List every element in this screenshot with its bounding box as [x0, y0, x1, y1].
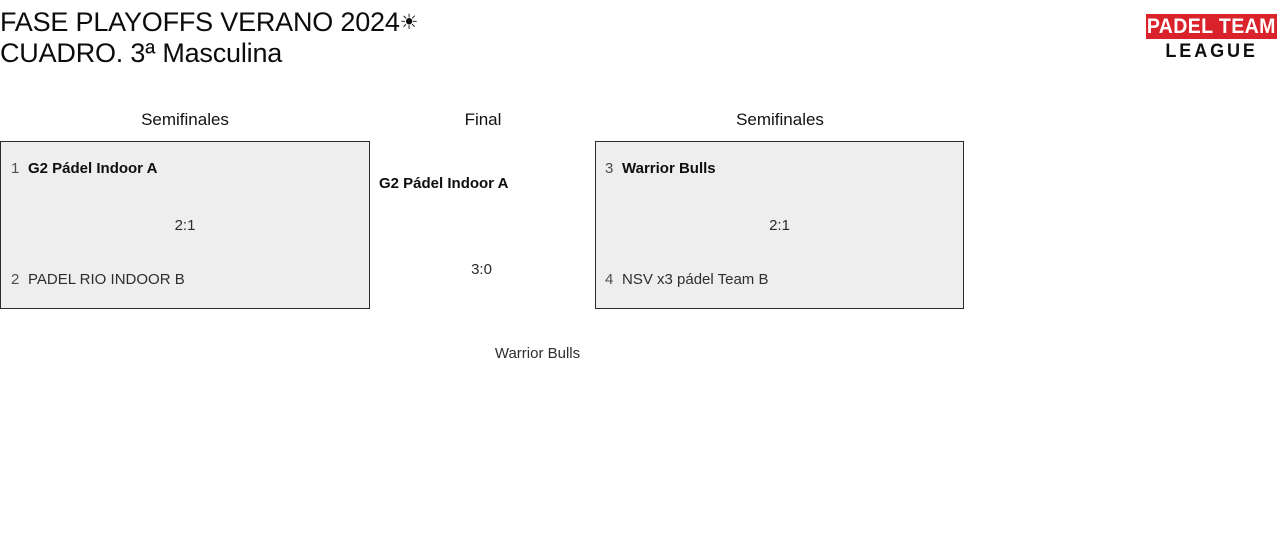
- final-winner-team[interactable]: G2 Pádel Indoor A: [379, 175, 509, 192]
- padel-team-league-logo: PADEL TEAM LEAGUE: [1146, 14, 1277, 62]
- page-title-line-1: FASE PLAYOFFS VERANO 2024☀: [0, 7, 900, 38]
- match-row-team-top[interactable]: 1 G2 Pádel Indoor A: [11, 160, 157, 177]
- logo-sub: LEAGUE: [1146, 41, 1277, 62]
- match-score-semifinal-right: 2:1: [769, 217, 790, 234]
- logo-sub-text: LEAGUE: [1165, 41, 1258, 62]
- team-name: G2 Pádel Indoor A: [28, 160, 158, 177]
- round-header-semifinal-right: Semifinales: [736, 110, 824, 129]
- logo-banner: PADEL TEAM: [1146, 14, 1277, 39]
- match-score-final: 3:0: [471, 261, 492, 278]
- match-row-team-bottom[interactable]: 4 NSV x3 pádel Team B: [605, 271, 768, 288]
- match-row-team-top[interactable]: 3 Warrior Bulls: [605, 160, 716, 177]
- match-semifinal-right[interactable]: 3 Warrior Bulls 4 NSV x3 pádel Team B: [595, 141, 964, 309]
- team-name: PADEL RIO INDOOR B: [28, 271, 185, 288]
- team-name: NSV x3 pádel Team B: [622, 271, 769, 288]
- title-block: FASE PLAYOFFS VERANO 2024☀ CUADRO. 3ª Ma…: [0, 7, 900, 69]
- team-seed: 4: [605, 271, 614, 288]
- logo-banner-text: PADEL TEAM: [1147, 15, 1276, 38]
- match-semifinal-left[interactable]: 1 G2 Pádel Indoor A 2 PADEL RIO INDOOR B: [0, 141, 370, 309]
- match-row-team-bottom[interactable]: 2 PADEL RIO INDOOR B: [11, 271, 185, 288]
- round-header-final: Final: [464, 110, 502, 129]
- team-name: Warrior Bulls: [622, 160, 716, 177]
- page-subtitle: CUADRO. 3ª Masculina: [0, 38, 283, 68]
- team-seed: 3: [605, 160, 614, 177]
- match-score-semifinal-left: 2:1: [174, 217, 196, 234]
- team-seed: 2: [11, 271, 20, 288]
- page-header: FASE PLAYOFFS VERANO 2024☀ CUADRO. 3ª Ma…: [0, 0, 1280, 95]
- team-seed: 1: [11, 160, 20, 177]
- round-header-semifinal-left: Semifinales: [141, 110, 229, 129]
- final-runnerup-team[interactable]: Warrior Bulls: [494, 345, 581, 362]
- page-title-text: FASE PLAYOFFS VERANO 2024: [0, 7, 400, 37]
- sun-icon: ☀: [399, 11, 419, 34]
